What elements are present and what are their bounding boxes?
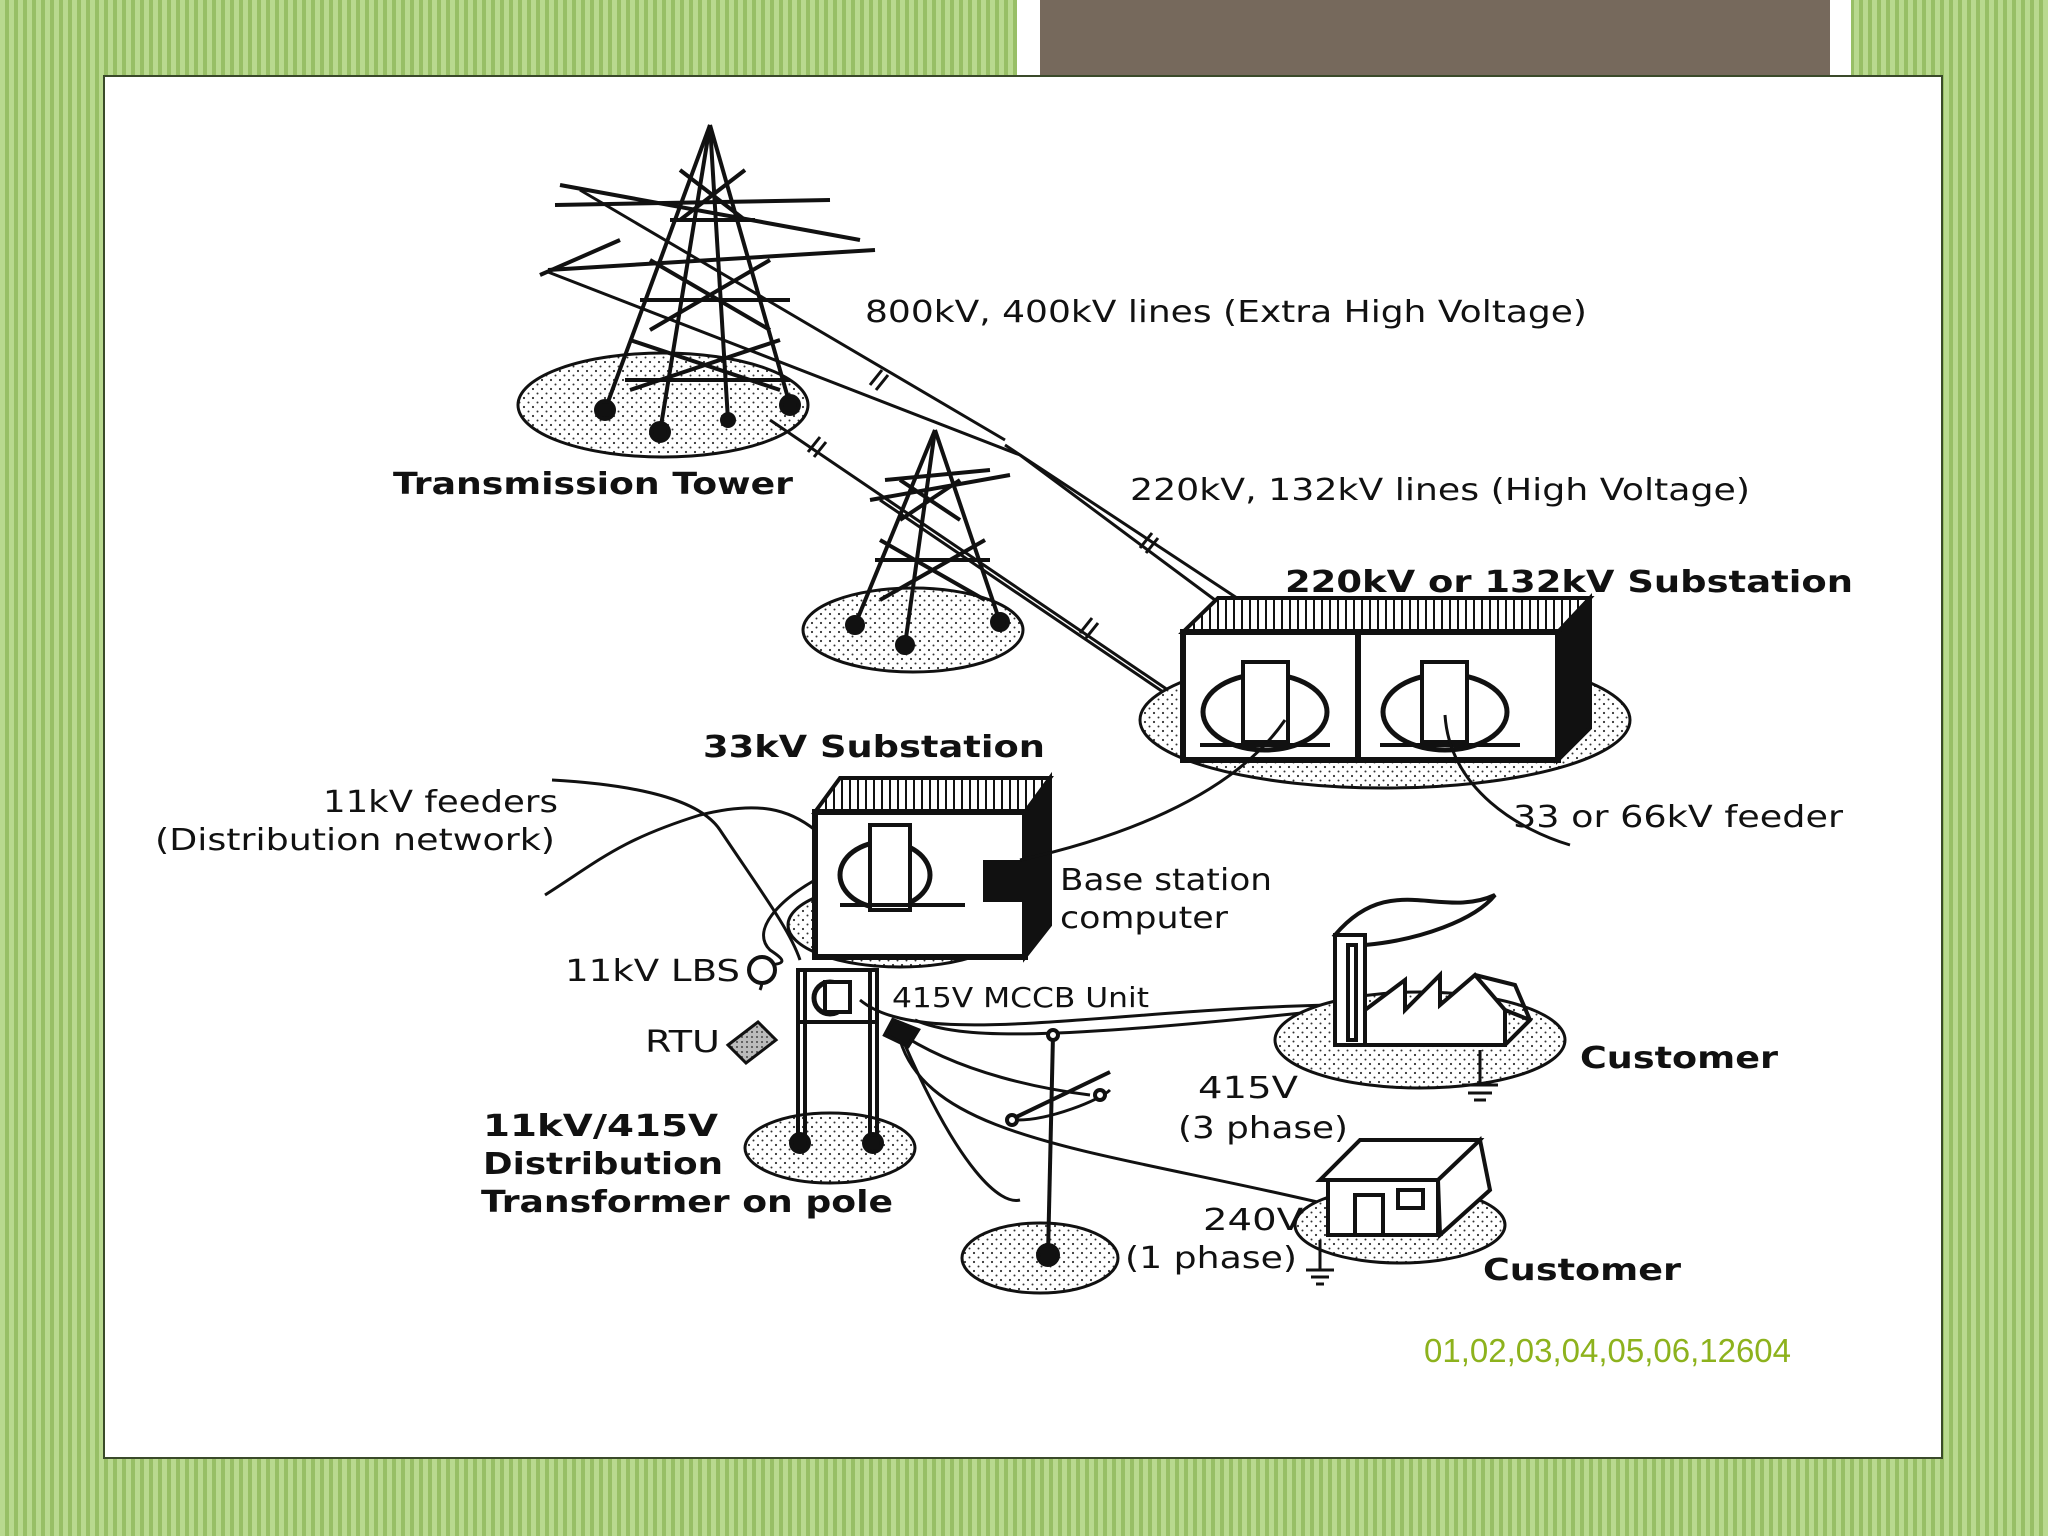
mccb-unit-label: 415V MCCB Unit	[892, 981, 1149, 1014]
factory-icon	[1273, 893, 1567, 1102]
lbs-switch	[747, 955, 777, 985]
transmission-tower-large	[516, 124, 1021, 459]
substation-33kv-label: 33kV Substation	[703, 730, 1045, 765]
slide-date: 9/20/2015	[1661, 75, 1799, 110]
base-station-label: Base station	[1060, 863, 1272, 898]
substation-220kv	[1138, 592, 1632, 790]
slide-number: 14	[1064, 75, 1099, 110]
lv-pole	[960, 1028, 1120, 1295]
hv-lines	[769, 369, 1241, 707]
transmission-tower-label: Transmission Tower	[393, 467, 793, 502]
hv-lines-label: 220kV, 132kV lines (High Voltage)	[1130, 473, 1750, 508]
substation-33kv	[786, 771, 1054, 969]
customer-factory-label: Customer	[1580, 1041, 1778, 1076]
lbs-11kv-label: 11kV LBS	[565, 954, 740, 989]
diagram-labels: 800kV, 400kV lines (Extra High Voltage) …	[155, 295, 1853, 1288]
feeder-wires	[544, 714, 1571, 1207]
feeders-11kv-label: 11kV feeders	[323, 785, 558, 820]
v240-label: 240V	[1203, 1203, 1304, 1238]
computer-label: computer	[1060, 901, 1229, 936]
transformer-label-line2: Distribution	[483, 1147, 723, 1182]
distribution-transformer	[743, 968, 921, 1185]
rtu-box	[725, 1020, 779, 1065]
feeder-33-66kv-label: 33 or 66kV feeder	[1513, 800, 1844, 835]
three-phase-label: (3 phase)	[1178, 1111, 1348, 1146]
rtu-label: RTU	[645, 1025, 720, 1060]
transformer-label-line1: 11kV/415V	[483, 1109, 719, 1144]
one-phase-label: (1 phase)	[1125, 1241, 1297, 1276]
customer-house-label: Customer	[1483, 1253, 1681, 1288]
footer-code: 01,02,03,04,05,06,12604	[1424, 1332, 1792, 1369]
base-station-computer	[983, 860, 1037, 902]
distribution-network-label: (Distribution network)	[155, 823, 555, 858]
v415-label: 415V	[1198, 1071, 1299, 1106]
transformer-label-line3: Transformer on pole	[481, 1185, 893, 1220]
house-icon	[1293, 1136, 1507, 1286]
ehv-lines-label: 800kV, 400kV lines (Extra High Voltage)	[865, 295, 1587, 330]
substation-220kv-label: 220kV or 132kV Substation	[1285, 565, 1853, 600]
